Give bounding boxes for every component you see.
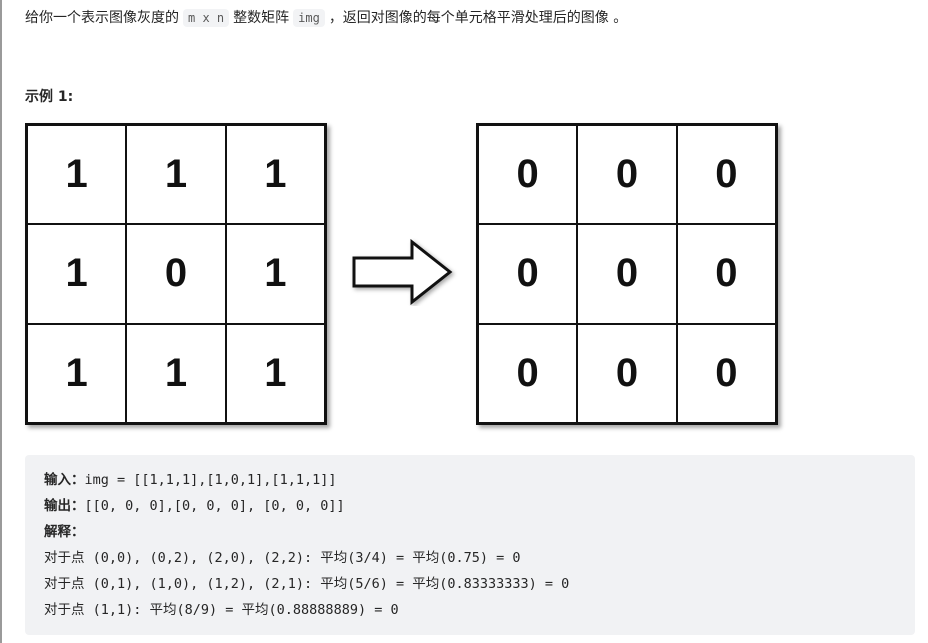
output-label: 输出：	[44, 498, 85, 514]
cell: 0	[478, 125, 578, 225]
cell: 1	[225, 125, 325, 225]
explanation-line: 对于点 (1,1): 平均(8/9) = 平均(0.88888889) = 0	[44, 602, 399, 618]
example-code-block: 输入：img = [[1,1,1],[1,0,1],[1,1,1]] 输出：[[…	[25, 455, 915, 635]
intro-text: 整数矩阵	[233, 10, 290, 26]
cell: 1	[126, 125, 226, 225]
explanation-label: 解释：	[44, 524, 85, 540]
output-value: [[0, 0, 0],[0, 0, 0], [0, 0, 0]]	[84, 498, 345, 514]
cell: 0	[478, 224, 578, 324]
cell: 1	[126, 323, 226, 423]
cell: 0	[577, 323, 677, 423]
input-label: 输入：	[44, 472, 85, 488]
cell: 0	[676, 125, 776, 225]
cell: 0	[478, 323, 578, 423]
cell: 0	[676, 323, 776, 423]
explanation-line: 对于点 (0,1), (1,0), (1,2), (2,1): 平均(5/6) …	[44, 576, 570, 592]
cell: 0	[676, 224, 776, 324]
intro-text: 给你一个表示图像灰度的	[25, 10, 179, 26]
intro-text: ，返回对图像的每个单元格平滑处理后的图像 。	[328, 10, 628, 26]
explanation-line: 对于点 (0,0), (0,2), (2,0), (2,2): 平均(3/4) …	[44, 550, 521, 566]
right-arrow-icon	[352, 238, 453, 306]
cell: 0	[126, 224, 226, 324]
cell: 1	[27, 224, 127, 324]
input-value: img = [[1,1,1],[1,0,1],[1,1,1]]	[84, 472, 337, 488]
inline-code-img: img	[293, 9, 325, 27]
cell: 1	[27, 125, 127, 225]
cell: 0	[577, 224, 677, 324]
example-title: 示例 1:	[25, 89, 74, 105]
cell: 1	[225, 224, 325, 324]
cell: 0	[577, 125, 677, 225]
left-border	[0, 0, 2, 643]
cell: 1	[27, 323, 127, 423]
inline-code-mxn: m x n	[183, 9, 230, 27]
cell: 1	[225, 323, 325, 423]
